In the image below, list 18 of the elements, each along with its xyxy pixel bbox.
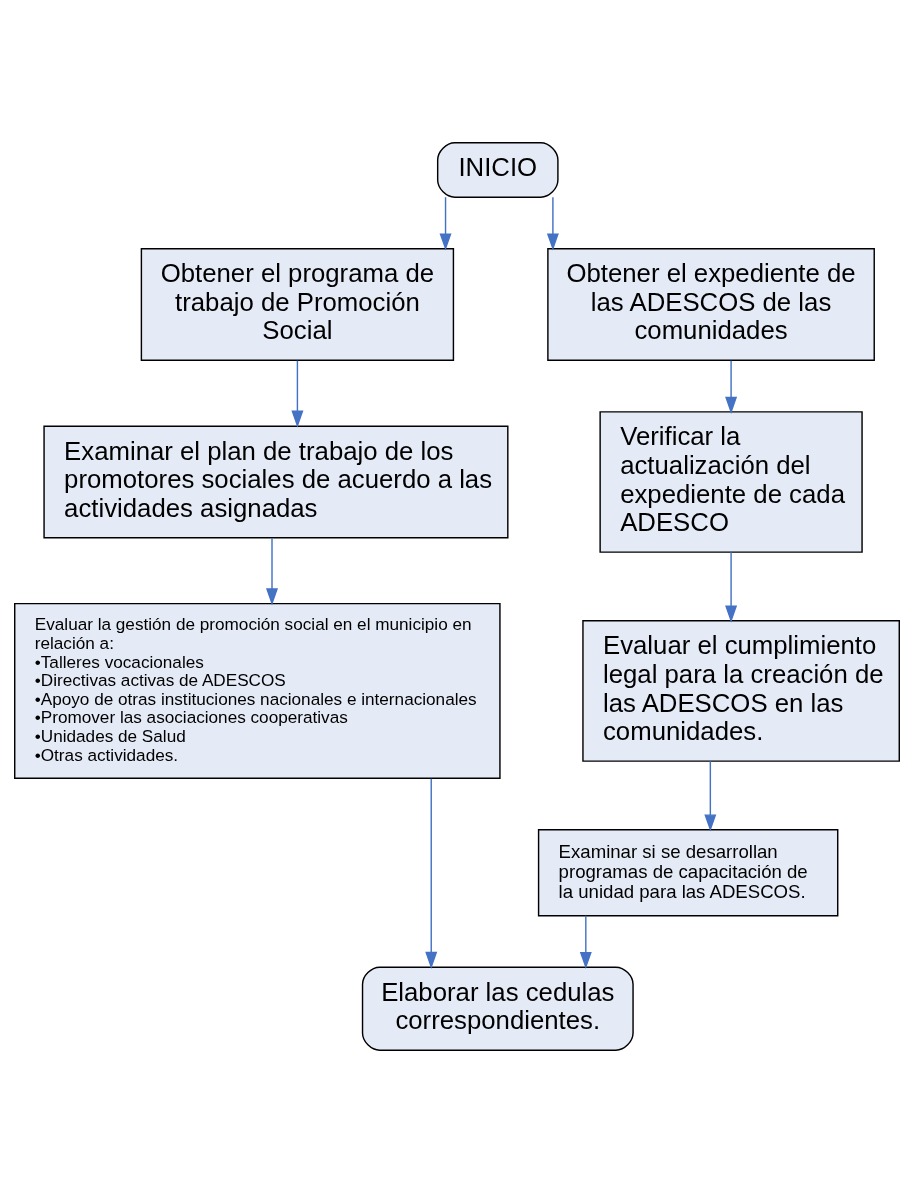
arrow xyxy=(724,551,737,623)
node-box: Examinar si se desarrollan programas de capacitación de la unidad para las ADESCOS. xyxy=(537,829,838,917)
node-box: Evaluar la gestión de promoción social en el municipio en relación a: •Talleres vocacionales •Directivas activas de ADESCOS •Apoyo de otras instituciones nacionales e internacionales •Promover las asociaciones cooperativas •Unidades de Salud •Otras actividades. xyxy=(13,602,501,779)
arrow xyxy=(265,537,278,606)
arrow xyxy=(579,915,592,970)
arrow xyxy=(290,359,303,428)
node-box: INICIO xyxy=(436,142,559,198)
node-box: Obtener el programa de trabajo de Promoción Social xyxy=(140,247,454,362)
arrow xyxy=(724,359,737,414)
arrow xyxy=(424,777,437,970)
node-box: Obtener el expediente de las ADESCOS de las comunidades xyxy=(546,247,875,362)
arrow xyxy=(546,196,559,251)
node-box: Verificar la actualización del expediente de cada ADESCO xyxy=(598,411,863,553)
node-box: Elaborar las cedulas correspondientes. xyxy=(361,966,634,1051)
node-box: Evaluar el cumplimiento legal para la creación de las ADESCOS en las comunidades. xyxy=(581,620,900,762)
arrow xyxy=(703,760,716,832)
node-box: Examinar el plan de trabajo de los promotores sociales de acuerdo a las actividades asignadas xyxy=(42,425,509,539)
arrow xyxy=(439,196,452,251)
